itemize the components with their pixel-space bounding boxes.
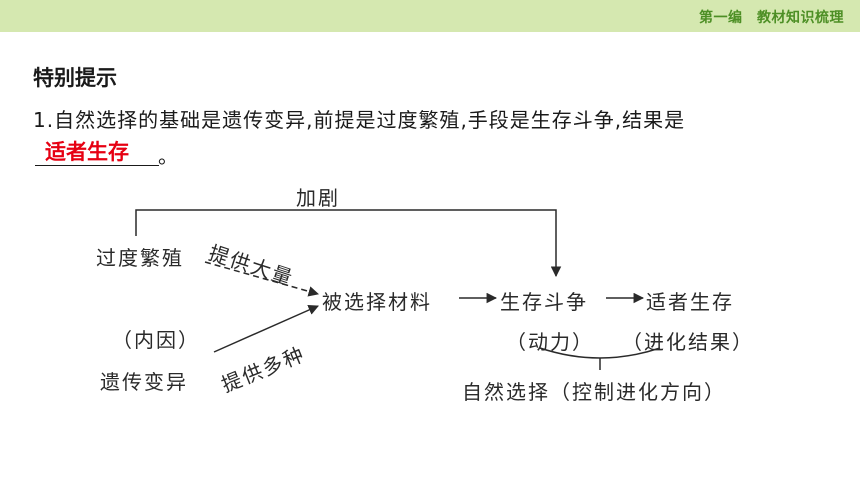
header-title: 第一编 教材知识梳理 [699,10,844,26]
intensify-arrow [135,209,562,278]
section-heading: 特别提示 [33,66,117,90]
intensify-label: 加剧 [296,186,340,210]
survival-label: 适者生存 [646,290,734,314]
internal-cause-label: （内因） [112,328,200,352]
solid-arrow [213,305,319,353]
driving-force-label: （动力） [506,330,594,354]
evolution-result-label: （进化结果） [622,330,754,354]
answer-blank [35,135,159,166]
selected-material-label: 被选择材料 [322,290,432,314]
overproduction-label: 过度繁殖 [96,246,184,270]
period: 。 [158,144,178,168]
point-1-text: 1.自然选择的基础是遗传变异,前提是过度繁殖,手段是生存斗争,结果是 [33,108,686,132]
struggle-label: 生存斗争 [500,290,588,314]
answer-text: 适者生存 [45,140,129,164]
variation-label: 遗传变异 [100,370,188,394]
header-bar: 第一编 教材知识梳理 [0,0,860,32]
natural-selection-label: 自然选择（控制进化方向） [462,380,726,404]
